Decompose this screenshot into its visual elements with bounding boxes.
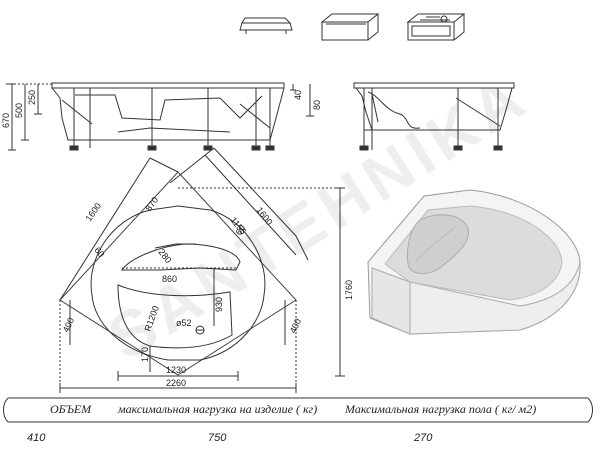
dim-670: 670 <box>1 113 11 128</box>
dim-250: 250 <box>27 90 37 105</box>
dim-170: 170 <box>140 347 150 362</box>
bathtub-render <box>367 189 581 335</box>
icon-bathtub-only <box>239 17 293 34</box>
dim-280: 280 <box>156 247 173 265</box>
icon-bathtub-with-frame <box>406 13 466 41</box>
dim-60-left: 60 <box>92 245 106 259</box>
dim-930: 930 <box>214 297 224 312</box>
dim-870: 870 <box>143 195 160 213</box>
dim-1600-left: 1600 <box>83 201 103 223</box>
dim-60-right: 60 <box>233 223 247 237</box>
dim-1230: 1230 <box>166 365 186 375</box>
header-max-load-floor: Максимальная нагрузка пола ( кг/ м2) <box>345 402 537 416</box>
header-volume: ОБЪЕМ <box>50 402 92 416</box>
dim-1760: 1760 <box>344 280 354 300</box>
value-max-load-floor: 270 <box>414 432 433 444</box>
dim-400-left: 400 <box>61 316 76 334</box>
dim-2260: 2260 <box>166 378 186 388</box>
dim-drain: ø52 <box>176 318 192 328</box>
value-max-load-product: 750 <box>208 432 227 444</box>
front-elevation <box>6 82 314 151</box>
dim-80: 80 <box>312 100 322 110</box>
dim-400-right: 400 <box>288 317 303 335</box>
dim-500: 500 <box>14 103 24 118</box>
value-volume: 410 <box>27 432 46 444</box>
plan-view <box>59 147 345 393</box>
header-max-load-product: максимальная нагрузка на изделие ( кг) <box>118 402 318 416</box>
dim-40: 40 <box>293 90 303 100</box>
table-frame <box>3 397 593 423</box>
side-elevation <box>353 82 515 151</box>
icon-bathtub-with-panel <box>320 13 380 41</box>
dim-860: 860 <box>162 274 177 284</box>
